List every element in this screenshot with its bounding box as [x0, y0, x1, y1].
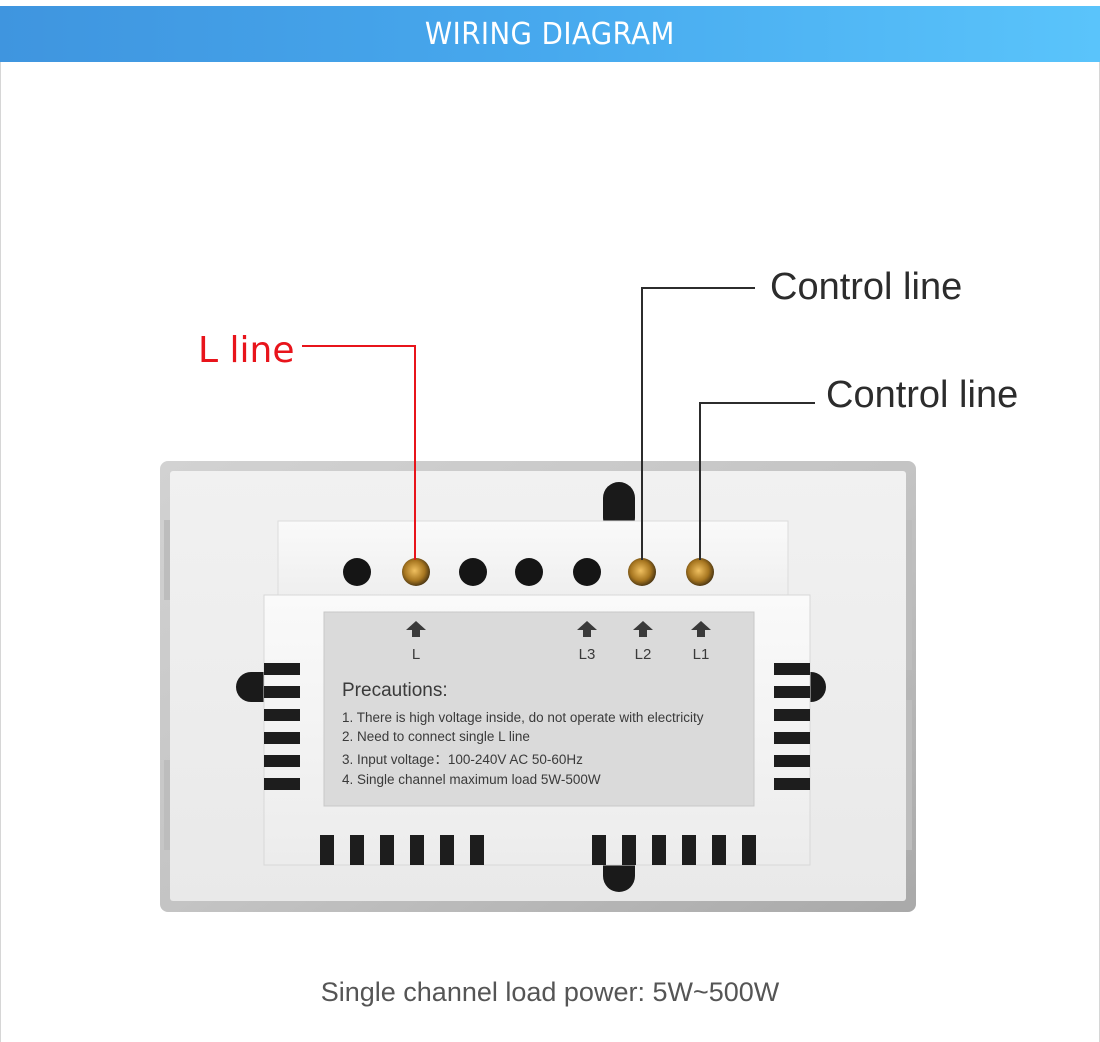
label-panel	[323, 611, 755, 807]
terminal-hole	[343, 558, 371, 586]
load-power-caption: Single channel load power: 5W~500W	[320, 977, 780, 1007]
callout-control-line-2: Control line	[826, 374, 1019, 416]
control-line-leader-2	[699, 402, 815, 560]
page-title: WIRING DIAGRAM	[425, 16, 675, 52]
precautions-title: Precautions:	[342, 680, 448, 701]
terminal-screw-l2	[628, 558, 656, 586]
precaution-item: 4. Single channel maximum load 5W-500W	[342, 772, 601, 787]
arrow-up-icon	[633, 621, 653, 637]
header-banner: WIRING DIAGRAM	[0, 6, 1100, 62]
terminal-hole	[573, 558, 601, 586]
terminal-holes	[343, 558, 714, 586]
control-line-leader-1	[641, 287, 755, 560]
precaution-item: 2. Need to connect single L line	[342, 729, 530, 744]
callout-control-line-1: Control line	[770, 266, 963, 308]
callout-l-line: L line	[198, 330, 295, 371]
frame-notch	[906, 520, 912, 670]
arrow-up-icon	[577, 621, 597, 637]
terminal-arrows	[406, 621, 711, 637]
terminal-label-l3: L3	[579, 646, 596, 663]
bottom-vents	[320, 835, 756, 865]
left-border	[0, 62, 1, 1042]
side-vents-right	[774, 663, 810, 790]
precaution-item: 1. There is high voltage inside, do not …	[342, 710, 704, 725]
frame-notch	[164, 760, 170, 850]
precaution-item: 3. Input voltage：100-240V AC 50-60Hz	[342, 752, 583, 767]
frame-notch	[906, 700, 912, 850]
terminal-hole	[459, 558, 487, 586]
terminal-label-l: L	[412, 646, 420, 663]
arrow-up-icon	[691, 621, 711, 637]
terminal-label-l1: L1	[693, 646, 710, 663]
side-vents-left	[264, 663, 300, 790]
terminal-screw-l	[402, 558, 430, 586]
l-line-leader	[302, 345, 416, 560]
terminal-hole	[515, 558, 543, 586]
frame-notch	[164, 520, 170, 600]
terminal-label-l2: L2	[635, 646, 652, 663]
arrow-up-icon	[406, 621, 426, 637]
terminal-screw-l1	[686, 558, 714, 586]
